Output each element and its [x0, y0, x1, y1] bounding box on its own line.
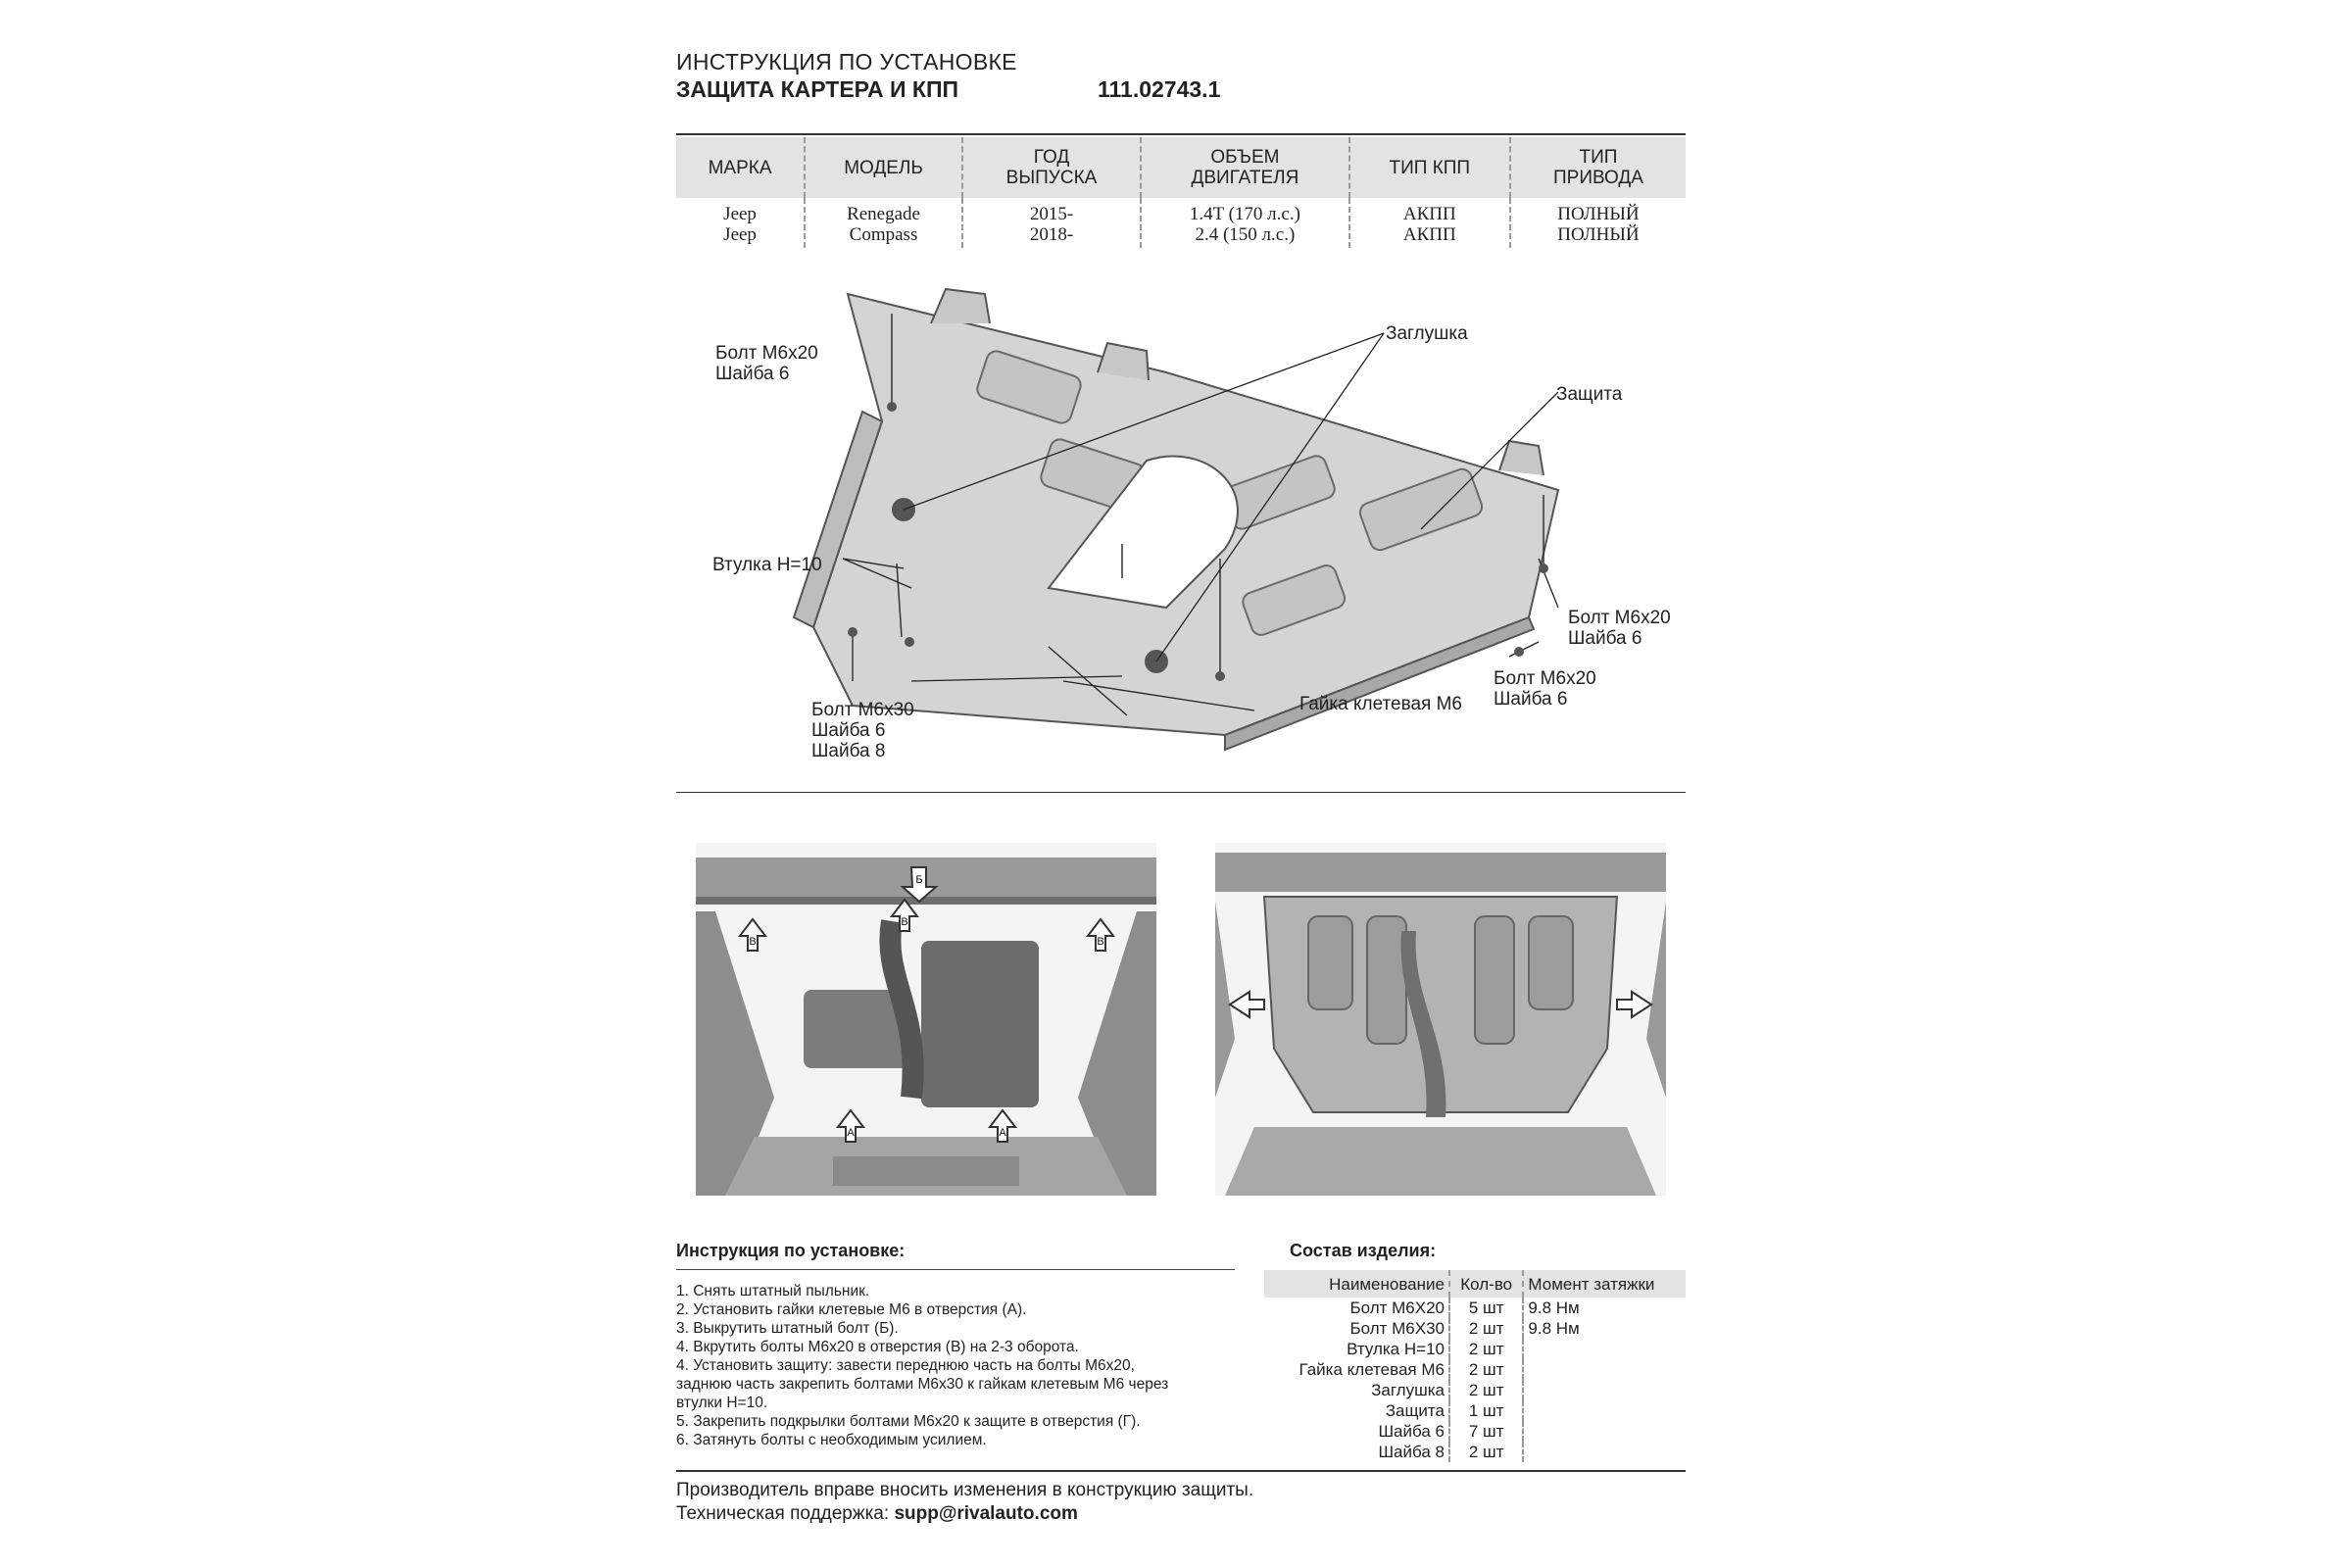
mark-v-center: В — [901, 916, 907, 928]
mark-a-right: А — [999, 1127, 1006, 1139]
composition-title: Состав изделия: — [1290, 1241, 1437, 1260]
mark-a-left: А — [847, 1127, 855, 1139]
spec-year-cell: 2015-2018- — [960, 198, 1142, 248]
instruction-line: 2. Установить гайки клетевые М6 в отверс… — [676, 1301, 1027, 1318]
guard-front-flange — [1224, 615, 1536, 752]
spec-header-make: МАРКА — [676, 137, 806, 198]
doc-title-line1: ИНСТРУКЦИЯ ПО УСТАНОВКЕ — [676, 49, 1017, 74]
support-label: Техническая поддержка: — [676, 1503, 895, 1524]
instruction-line: заднюю часть закрепить болтами М6х30 к г… — [676, 1376, 1169, 1393]
instruction-line: 4. Вкрутить болты М6х20 в отверстия (В) … — [676, 1339, 1079, 1355]
guard-rib-1 — [976, 350, 1082, 424]
support-email-link[interactable]: supp@rivalauto.com — [894, 1503, 1078, 1524]
header-rule — [676, 133, 1686, 135]
guard-left-flange — [792, 410, 884, 629]
mark-b: Б — [915, 874, 922, 886]
instructions-rule — [676, 1269, 1235, 1270]
label-guard: Защита — [1556, 384, 1623, 405]
instructions-list: 1. Снять штатный пыльник. 2. Установить … — [676, 1282, 1245, 1449]
instruction-line: 3. Выкрутить штатный болт (Б). — [676, 1320, 899, 1337]
guard-rib-5 — [1242, 564, 1347, 636]
composition-header-name: Наименование — [1264, 1270, 1449, 1298]
mark-v-left: В — [749, 936, 756, 948]
footer-support: Техническая поддержка: supp@rivalauto.co… — [676, 1503, 1078, 1525]
part-number: 111.02743.1 — [1098, 76, 1221, 102]
section-rule — [676, 792, 1686, 793]
footer-disclaimer: Производитель вправе вносить изменения в… — [676, 1480, 1254, 1500]
composition-header-row: Наименование Кол-во Момент затяжки — [1264, 1270, 1686, 1298]
composition-header-torque: Момент затяжки — [1522, 1270, 1686, 1298]
leader-lines — [842, 332, 1559, 716]
label-cage-nut: Гайка клетевая М6 — [1299, 694, 1462, 714]
spec-header-model: МОДЕЛЬ — [804, 137, 962, 198]
instructions-title: Инструкция по установке: — [676, 1241, 906, 1260]
guard-rib-4 — [1358, 467, 1484, 552]
label-plug: Заглушка — [1386, 323, 1468, 344]
guard-tab-mid — [1097, 341, 1150, 381]
footer-rule — [676, 1470, 1686, 1472]
composition-table: Наименование Кол-во Момент затяжки Болт … — [1264, 1270, 1686, 1462]
photo-underside-without-guard: Б В В В А А — [696, 843, 1156, 1196]
label-bushing: Втулка Н=10 — [712, 555, 822, 575]
mark-v-right: В — [1097, 936, 1103, 948]
instruction-line: втулки Н=10. — [676, 1395, 768, 1411]
doc-title-line2: ЗАЩИТА КАРТЕРА И КПП — [676, 76, 959, 102]
guard-cutout — [1047, 455, 1239, 610]
guard-exploded-diagram — [792, 287, 1560, 752]
instruction-line: 1. Снять штатный пыльник. — [676, 1283, 870, 1299]
spec-engine-cell: 1.4T (170 л.с.)2.4 (150 л.с.) — [1140, 198, 1349, 248]
guard-tab-right — [1498, 439, 1544, 476]
instruction-line: 4. Установить защиту: завести переднюю ч… — [676, 1357, 1135, 1374]
composition-header-qty: Кол-во — [1447, 1270, 1524, 1298]
instruction-line: 5. Закрепить подкрылки болтами М6х20 к з… — [676, 1413, 1141, 1430]
photo-underside-with-guard — [1215, 843, 1666, 1196]
instruction-line: 6. Затянуть болты с необходимым усилием. — [676, 1432, 987, 1448]
spec-header-gearbox: ТИП КПП — [1348, 137, 1510, 198]
guard-tab-left — [930, 287, 991, 324]
